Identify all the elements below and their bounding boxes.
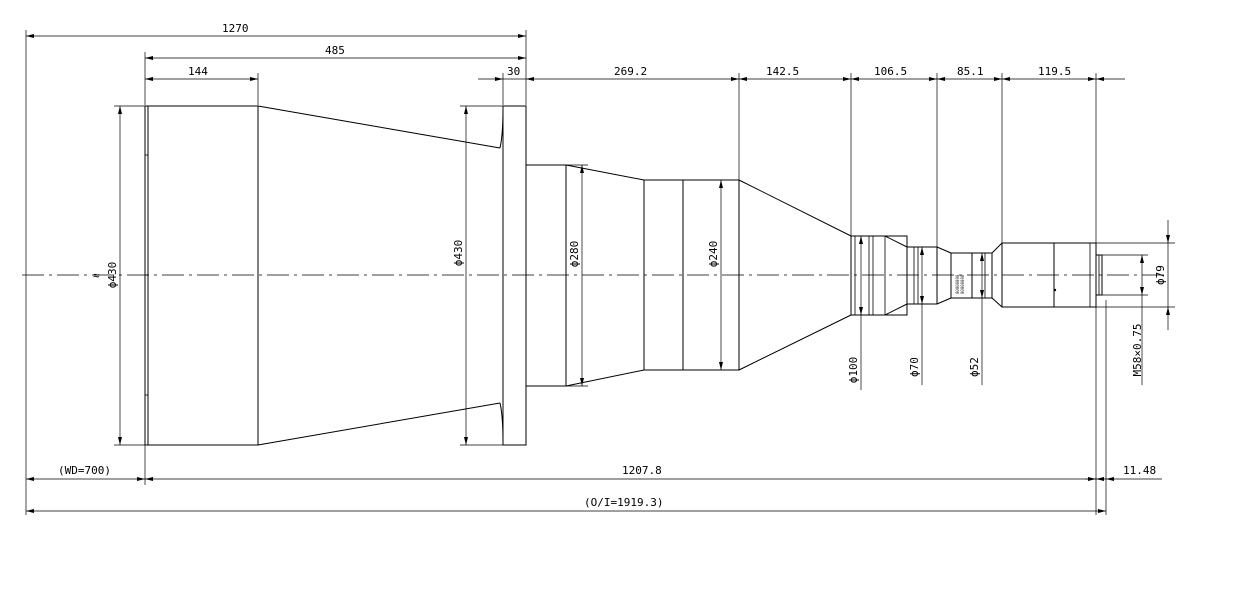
break-mark-symbol: ≈ <box>93 269 100 282</box>
dim-106-5: 106.5 <box>874 65 907 78</box>
front-barrel <box>144 105 259 446</box>
lens-outline: 00000000 00000000 <box>144 105 1103 446</box>
dim-485: 485 <box>325 44 345 57</box>
ring-2 <box>682 179 740 371</box>
dia-430-flange: ϕ430 <box>452 240 465 267</box>
front-cone-upper <box>257 105 501 149</box>
dim-1270: 1270 <box>222 22 249 35</box>
svg-text:00000000: 00000000 <box>960 274 965 294</box>
top-dimensions: 1270 485 144 30 269.2 142.5 106.5 <box>25 22 1125 515</box>
dim-269-2: 269.2 <box>614 65 647 78</box>
thread-m58: M58×0.75 <box>1131 324 1144 377</box>
mounting-flange <box>502 105 527 446</box>
dia-79: ϕ79 <box>1154 265 1167 285</box>
dim-11-48: 11.48 <box>1123 464 1156 477</box>
dia-280: ϕ280 <box>568 241 581 268</box>
dim-1207-8: 1207.8 <box>622 464 662 477</box>
dim-oi: (O/I=1919.3) <box>584 496 663 509</box>
dia-70: ϕ70 <box>908 357 921 377</box>
dim-wd: (WD=700) <box>58 464 111 477</box>
dim-85-1: 85.1 <box>957 65 984 78</box>
dia-52: ϕ52 <box>968 357 981 377</box>
rear-cone-upper <box>738 179 852 237</box>
front-cone-lower <box>257 402 501 446</box>
detail-label: 00000000 <box>955 274 960 294</box>
rear-cylinder-100 <box>850 235 908 316</box>
dim-119-5: 119.5 <box>1038 65 1071 78</box>
diameter-dimensions: ϕ430 ϕ430 ϕ280 ϕ240 ϕ100 ϕ70 ϕ <box>106 105 1175 446</box>
rear-cone-lower <box>738 314 852 371</box>
dim-30: 30 <box>507 65 520 78</box>
dia-430-front: ϕ430 <box>106 262 119 289</box>
mid-barrel <box>525 164 567 387</box>
dim-144: 144 <box>188 65 208 78</box>
dia-100: ϕ100 <box>847 357 860 384</box>
dim-142-5: 142.5 <box>766 65 799 78</box>
dia-240: ϕ240 <box>707 241 720 268</box>
bottom-dimensions: (WD=700) 1207.8 11.48 (O/I=1919.3) <box>25 275 1162 515</box>
